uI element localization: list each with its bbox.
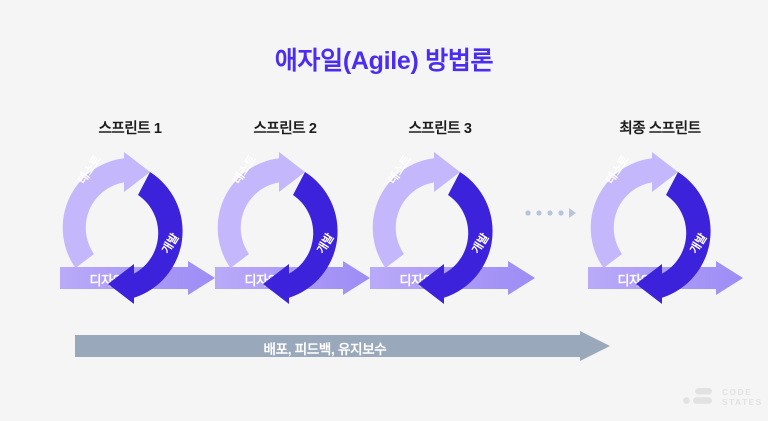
sprint-label-1: 스프린트 1 bbox=[98, 121, 162, 137]
test-arc-1 bbox=[62, 152, 150, 268]
dev-arc-3 bbox=[418, 172, 493, 304]
dev-arc-4 bbox=[636, 172, 711, 304]
sprint-label-final: 최종 스프린트 bbox=[619, 121, 701, 137]
sprint-label-3: 스프린트 3 bbox=[408, 121, 472, 137]
agile-cycle-4 bbox=[582, 152, 734, 304]
test-arc-2 bbox=[217, 152, 305, 268]
agile-cycle-2 bbox=[209, 152, 361, 304]
deployment-banner-label: 배포, 피드백, 유지보수 bbox=[263, 342, 387, 357]
sprint-label-2: 스프린트 2 bbox=[253, 121, 317, 137]
codestates-logo bbox=[683, 386, 755, 408]
agile-cycle-3 bbox=[364, 152, 516, 304]
continuation-dots-icon bbox=[524, 205, 576, 221]
dev-arc-2 bbox=[263, 172, 338, 304]
logo-text-code: CODE bbox=[722, 387, 753, 397]
test-arc-4 bbox=[590, 152, 678, 268]
test-arc-3 bbox=[372, 152, 460, 268]
deployment-banner-arrow bbox=[75, 331, 610, 361]
agile-cycle-1 bbox=[54, 152, 206, 304]
page-title: 애자일(Agile) 방법론 bbox=[274, 47, 494, 75]
logo-text-states: STATES bbox=[722, 397, 763, 407]
dev-arc-1 bbox=[108, 172, 183, 304]
